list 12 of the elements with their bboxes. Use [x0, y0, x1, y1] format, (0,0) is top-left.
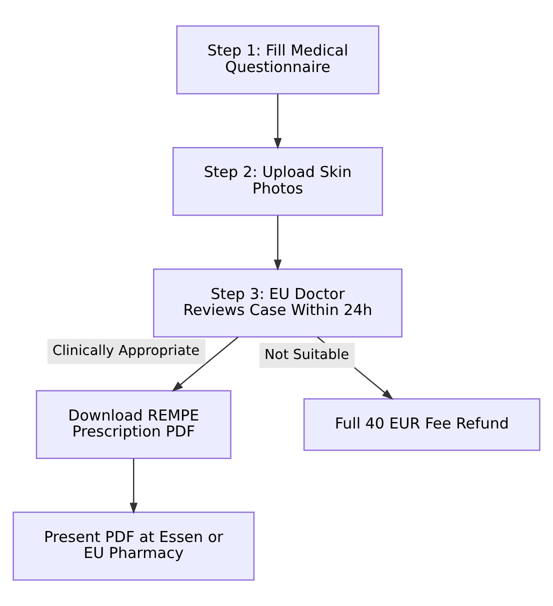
node-box: Present PDF at Essen or EU Pharmacy	[12, 512, 255, 581]
node-box: Step 2: Upload Skin Photos	[172, 146, 384, 216]
node-box: Step 3: EU Doctor Reviews Case Within 24h	[153, 268, 402, 338]
node-box: Step 1: Fill Medical Questionnaire	[176, 25, 380, 94]
node-box: Download REMPE Prescription PDF	[36, 390, 232, 460]
arrow	[274, 216, 282, 271]
edge-label: Not Suitable	[264, 346, 350, 363]
node-box: Full 40 EUR Fee Refund	[303, 398, 540, 451]
edge-label: Clinically Appropriate	[52, 343, 200, 360]
arrow	[172, 336, 238, 392]
arrow	[274, 94, 282, 150]
arrow	[130, 458, 138, 514]
